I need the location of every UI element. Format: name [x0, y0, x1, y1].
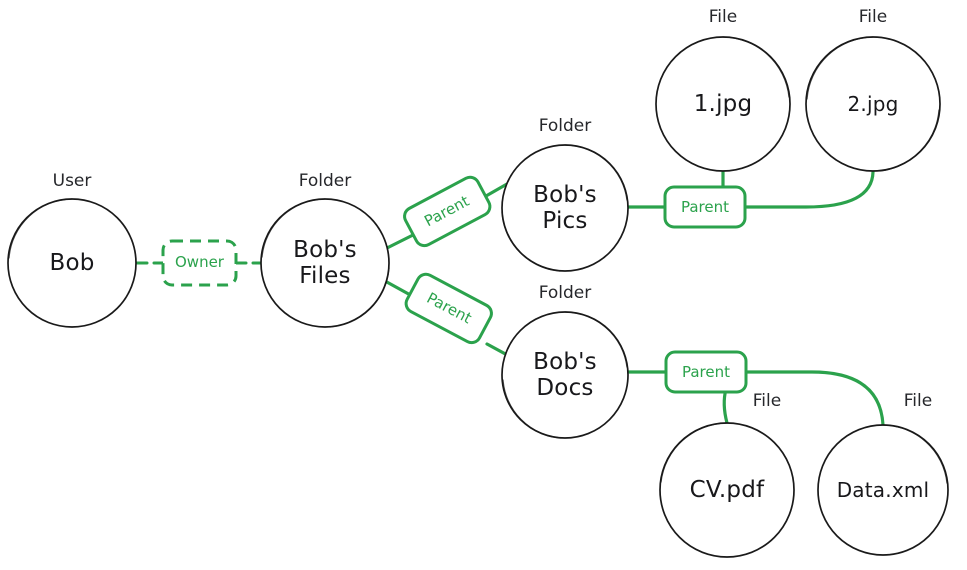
- node-bobs-docs[interactable]: [501, 311, 629, 439]
- edge-label-parent-jpgs-box[interactable]: [663, 185, 747, 229]
- node-cvpdf[interactable]: [659, 422, 795, 558]
- edge-label-parent-docfiles-box[interactable]: [664, 350, 748, 394]
- node-bobs-pics[interactable]: [501, 144, 629, 272]
- node-bobs-files[interactable]: [260, 198, 390, 328]
- edge-label-parent-pics-box[interactable]: [401, 174, 493, 249]
- edge-parent-files-pics[interactable]: [383, 182, 509, 251]
- edge-label-owner-box[interactable]: [161, 239, 238, 287]
- edge-label-parent-docs-box[interactable]: [403, 271, 495, 346]
- node-2jpg[interactable]: [805, 36, 941, 172]
- node-bob[interactable]: [7, 198, 137, 328]
- node-1jpg[interactable]: [655, 36, 791, 172]
- node-dataxml[interactable]: [817, 424, 949, 556]
